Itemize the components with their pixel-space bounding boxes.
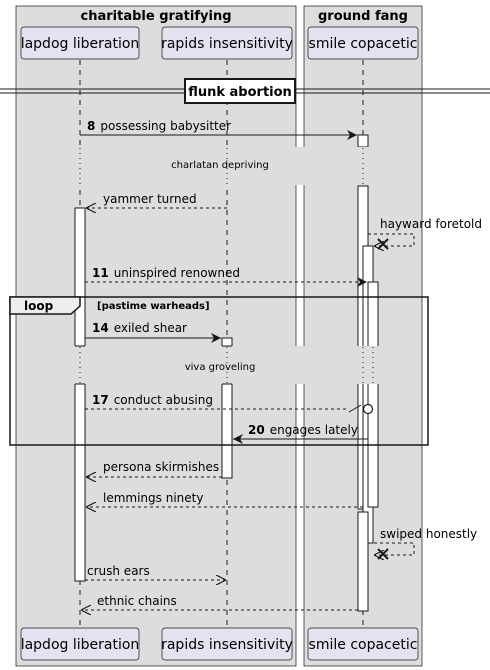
loop-keyword: loop	[24, 299, 54, 313]
destroy-icon	[377, 548, 389, 560]
self-message-arrow	[368, 542, 415, 555]
divider-label: flunk abortion	[188, 85, 292, 100]
participant-smile-copacetic-bottom[interactable]	[307, 627, 419, 661]
message-label: ethnic chains	[97, 594, 177, 608]
message-label: yammer turned	[103, 192, 197, 206]
participant-label: lapdog liberation	[21, 36, 140, 52]
participant-label: smile copacetic	[309, 36, 418, 52]
message-label: crush ears	[87, 564, 150, 578]
participant-lapdog-liberation-bottom[interactable]	[20, 627, 140, 661]
divider: flunk abortion	[0, 78, 490, 104]
self-message-arrow	[368, 233, 415, 246]
delay-label: charlatan depriving	[171, 160, 269, 171]
activation-bar	[367, 281, 379, 508]
circle-end-icon	[362, 403, 374, 415]
loop-condition: [pastime warheads]	[97, 301, 210, 312]
participant-rapids-insensitivity-top[interactable]	[161, 26, 293, 60]
participant-rapids-insensitivity-bottom[interactable]	[161, 627, 293, 661]
box-title-ground-fang: ground fang	[318, 9, 408, 24]
participant-lapdog-liberation-top[interactable]	[20, 26, 140, 60]
activation-bar	[357, 134, 369, 148]
delay-label: viva groveling	[185, 362, 256, 373]
message-label: persona skirmishes	[103, 460, 219, 474]
participant-smile-copacetic-top[interactable]	[307, 26, 419, 60]
loop-group: loop [pastime warheads]	[9, 296, 429, 446]
activation-bar	[221, 337, 233, 479]
box-title-charitable-gratifying: charitable gratifying	[81, 9, 232, 24]
activation-bar	[74, 207, 86, 582]
activation-bar	[357, 511, 369, 612]
message-label: lemmings ninety	[103, 491, 203, 505]
box-charitable-gratifying	[15, 5, 297, 667]
participant-label: rapids insensitivity	[161, 36, 293, 52]
participant-label: smile copacetic	[309, 637, 418, 653]
message-arrow-tail	[348, 404, 362, 413]
message-label: hayward foretold	[380, 217, 482, 231]
participant-label: lapdog liberation	[21, 637, 140, 653]
destroy-icon	[377, 238, 389, 250]
delay-2: viva groveling	[20, 346, 418, 384]
participant-label: rapids insensitivity	[161, 637, 293, 653]
delay-1: charlatan depriving	[20, 147, 418, 185]
message-label: swiped honestly	[380, 527, 477, 541]
